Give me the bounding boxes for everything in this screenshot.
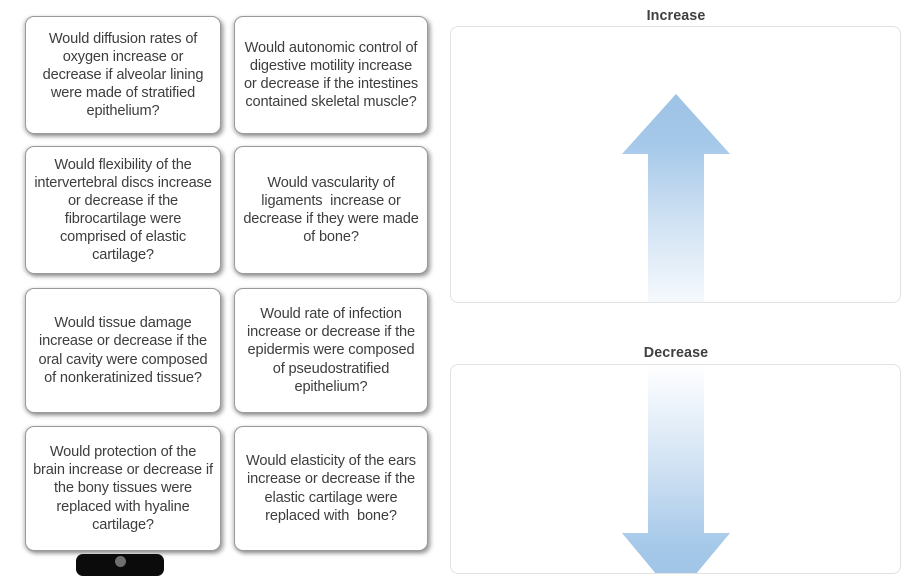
increase-panel-title: Increase: [646, 8, 706, 24]
question-card[interactable]: Would rate of infection increase or decr…: [234, 288, 428, 413]
increase-arrow-container: [451, 27, 900, 302]
question-card[interactable]: Would elasticity of the ears increase or…: [234, 426, 428, 551]
question-card[interactable]: Would vascularity of ligaments increase …: [234, 146, 428, 274]
question-card-text: Would flexibility of the intervertebral …: [34, 156, 216, 264]
increase-drop-zone[interactable]: [450, 26, 901, 303]
question-card-text: Would vascularity of ligaments increase …: [243, 174, 423, 246]
bottom-popup-bar[interactable]: [76, 554, 164, 576]
question-card[interactable]: Would tissue damage increase or decrease…: [25, 288, 221, 413]
question-card-text: Would rate of infection increase or decr…: [247, 306, 419, 395]
question-card[interactable]: Would diffusion rates of oxygen increase…: [25, 16, 221, 134]
question-card-text: Would autonomic control of digestive mot…: [243, 39, 422, 111]
question-card-text: Would elasticity of the ears increase or…: [246, 453, 420, 524]
question-card[interactable]: Would flexibility of the intervertebral …: [25, 146, 221, 274]
question-card-text: Would tissue damage increase or decrease…: [38, 315, 212, 386]
decrease-arrow-container: [451, 365, 900, 573]
question-card[interactable]: Would protection of the brain increase o…: [25, 426, 221, 551]
question-card[interactable]: Would autonomic control of digestive mot…: [234, 16, 428, 134]
arrow-up-icon: [621, 94, 730, 302]
arrow-down-icon: [621, 365, 730, 573]
decrease-panel-title: Decrease: [643, 345, 709, 361]
drop-zone-column: Increase Decrease: [440, 0, 921, 574]
popup-handle-dot: [114, 556, 126, 567]
question-card-text: Would diffusion rates of oxygen increase…: [42, 30, 208, 120]
question-card-grid: Would diffusion rates of oxygen increase…: [0, 0, 440, 563]
question-card-text: Would protection of the brain increase o…: [33, 444, 217, 533]
decrease-drop-zone[interactable]: [450, 364, 901, 574]
